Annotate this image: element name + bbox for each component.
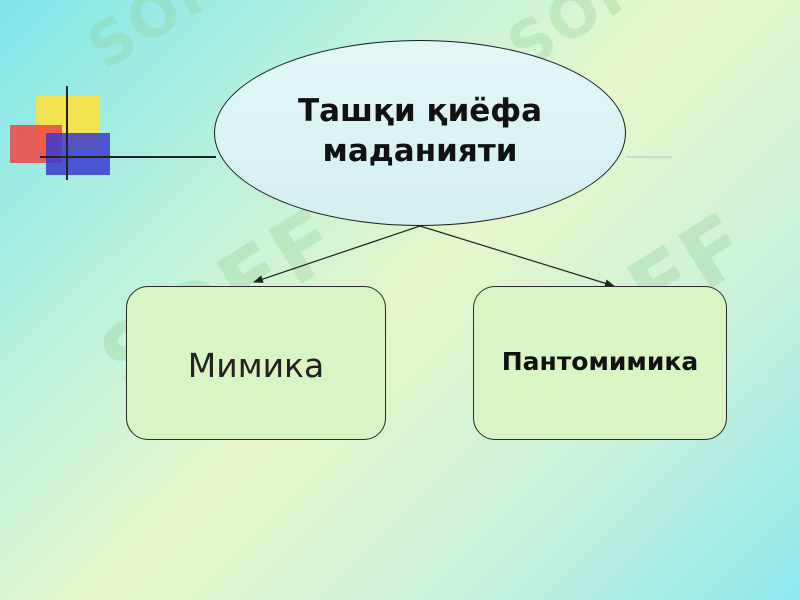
mimika-label: Мимика (187, 345, 325, 385)
pantomimika-box: Пантомимика (473, 286, 727, 440)
root-ellipse-node: Ташқи қиёфа маданияти (214, 40, 626, 226)
mimika-box: Мимика (126, 286, 386, 440)
arrow-to-mimika (253, 225, 421, 283)
arrow-to-pantomimika (419, 225, 615, 288)
deco-blue-square (46, 133, 110, 175)
root-node-label: Ташқи қиёфа маданияти (297, 93, 542, 169)
pantomimika-label: Пантомимика (501, 346, 699, 376)
